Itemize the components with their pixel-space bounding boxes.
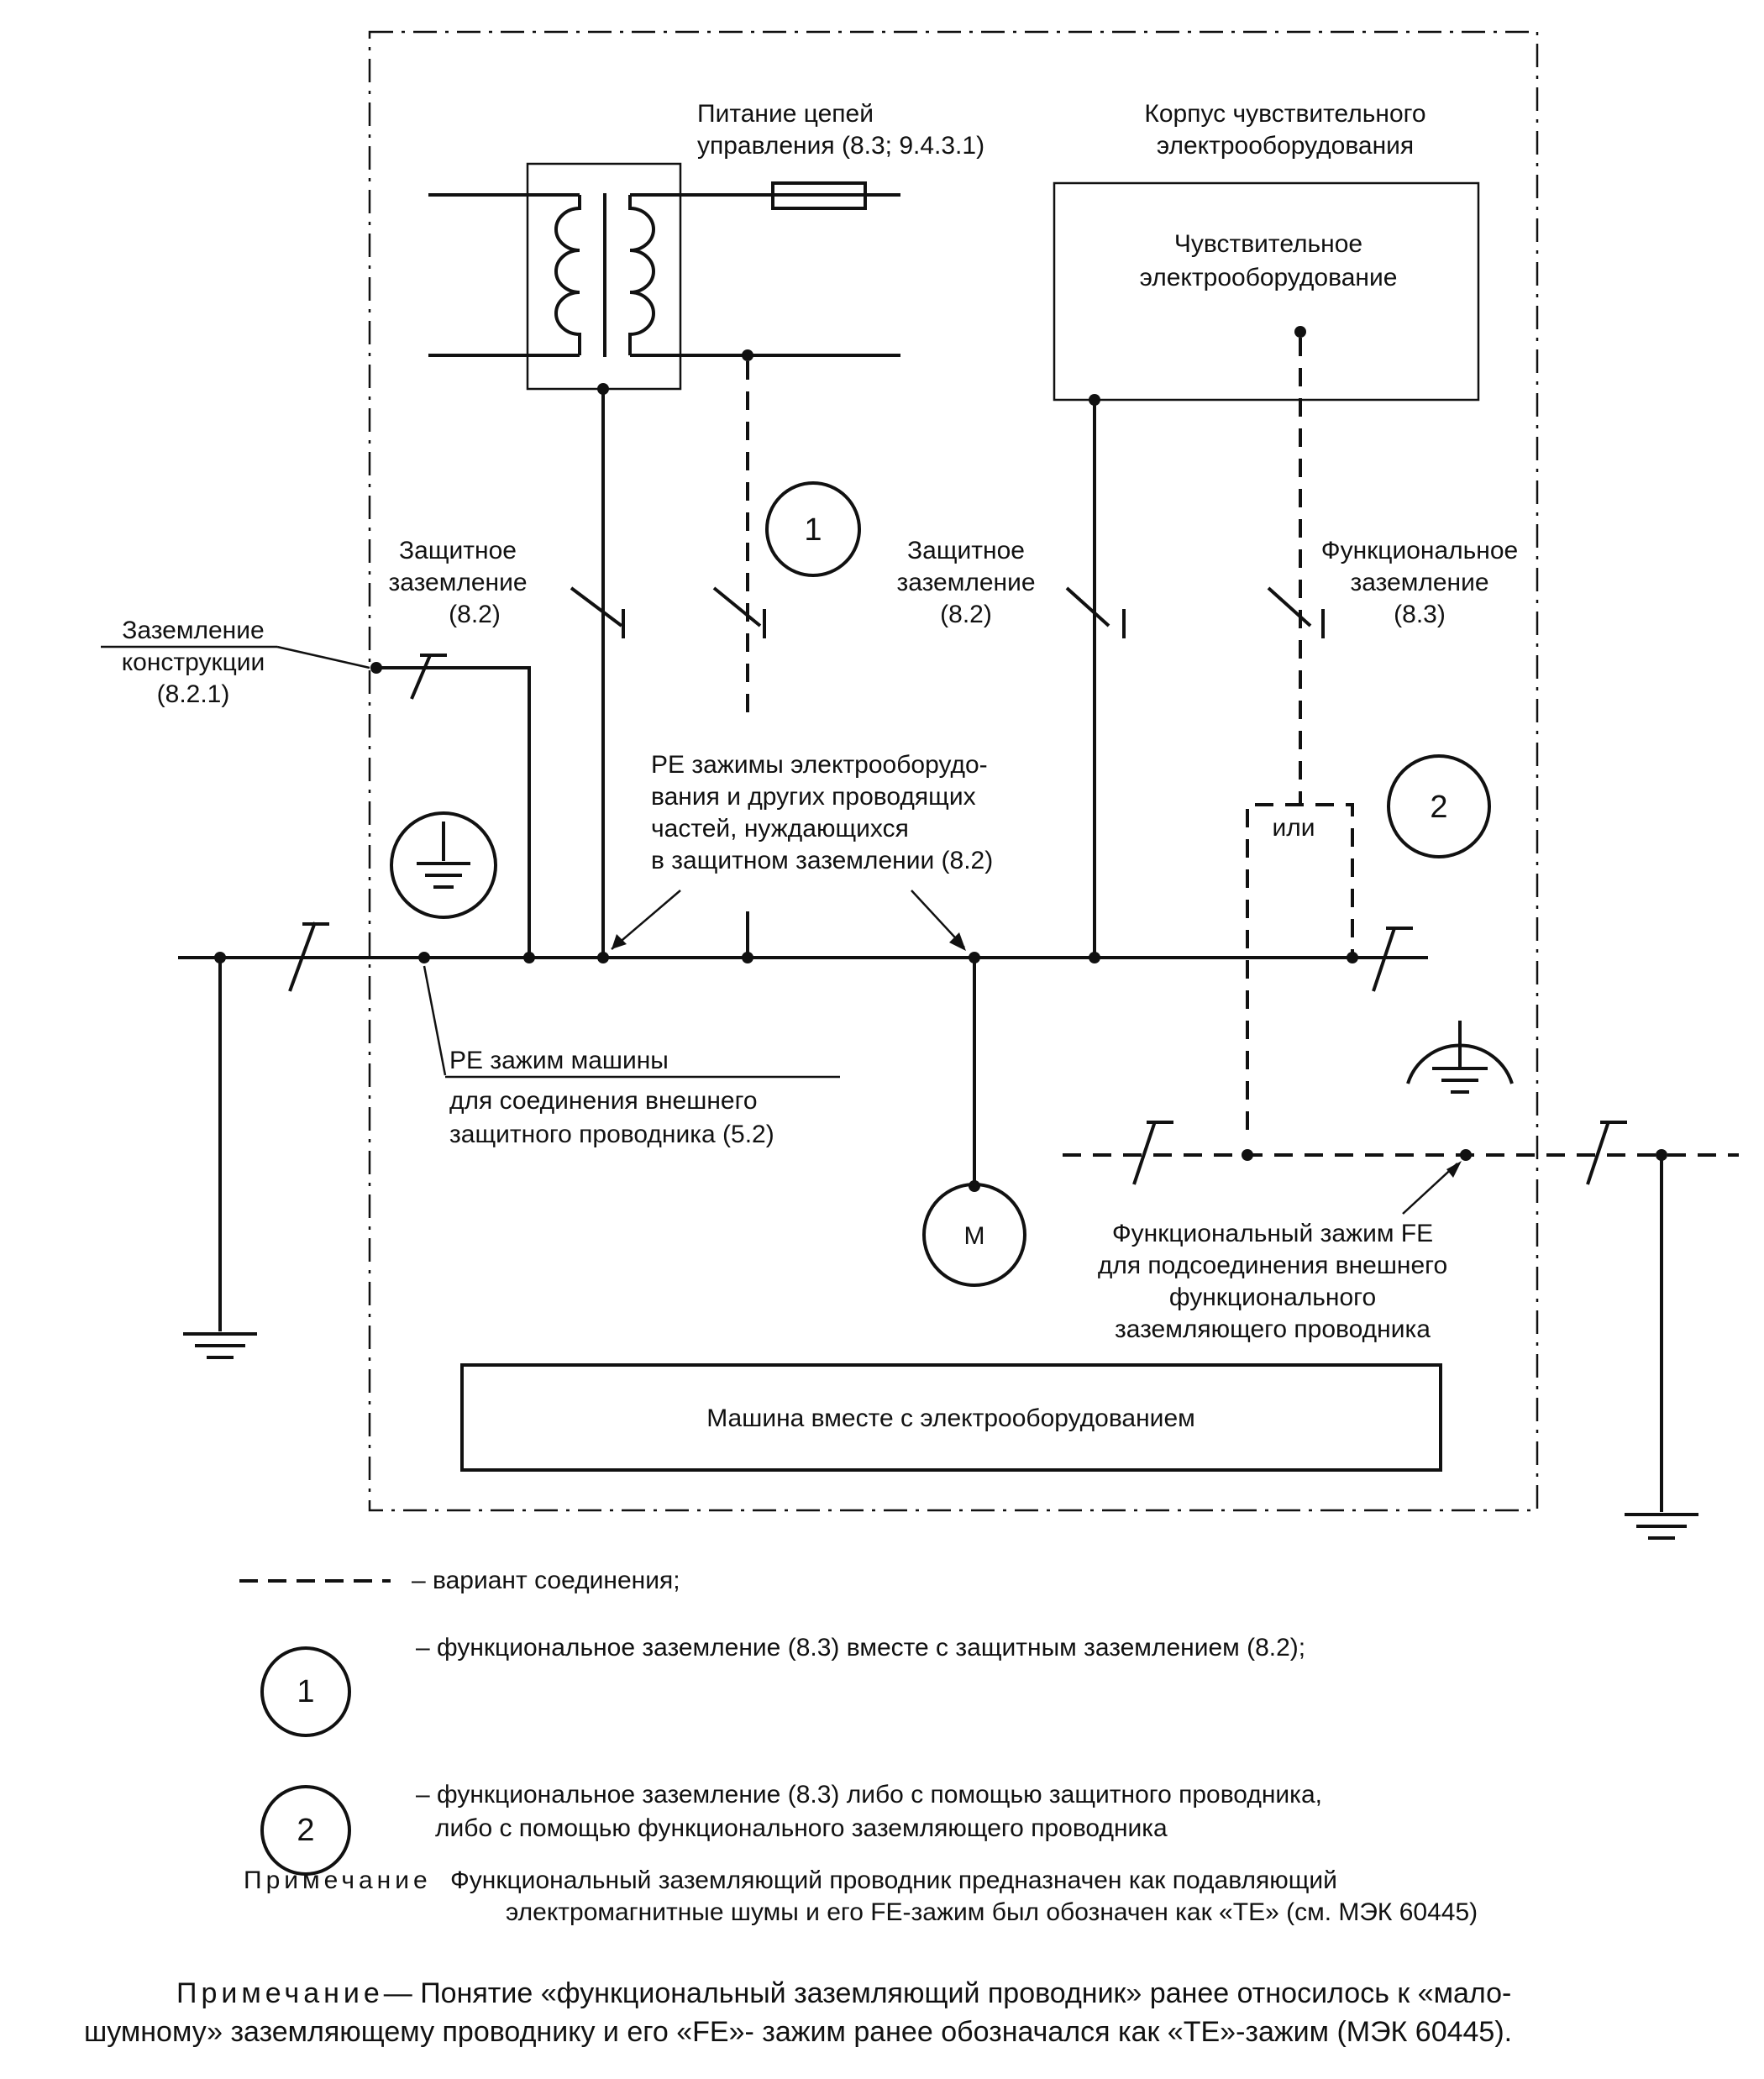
pe-terminals-label-4: в защитном заземлении (8.2) xyxy=(651,847,993,874)
protective-earth-2-label-2: заземление xyxy=(896,569,1035,596)
marker-circle-1-num: 1 xyxy=(804,512,822,548)
fe-terminal-label-1: Функциональный зажим FE xyxy=(1112,1220,1433,1247)
structure-earth-label-2: конструкции xyxy=(122,648,265,676)
machine-box xyxy=(460,1363,1442,1472)
sensitive-equipment-label-1: Чувствительное xyxy=(1174,230,1362,258)
legend-note: Примечание Функциональный заземляющий пр… xyxy=(244,1865,1739,1929)
protective-earth-2-label-1: Защитное xyxy=(907,537,1025,564)
final-note-line2: шумному» заземляющему проводнику и его «… xyxy=(84,2016,1513,2048)
motor-label: M xyxy=(964,1222,985,1250)
machine-label: Машина вместе с электрооборудованием xyxy=(706,1404,1195,1432)
functional-earth-label-1: Функциональное xyxy=(1321,537,1518,564)
legend-note-line1: Функциональный заземляющий проводник пре… xyxy=(450,1866,1337,1894)
pe-machine-terminal-label-1: РЕ зажим машины xyxy=(449,1047,669,1074)
final-note-label: Примечание xyxy=(176,1977,384,2009)
final-note-line1: — Понятие «функциональный заземляющий пр… xyxy=(383,1977,1512,2009)
sensitive-equipment-housing xyxy=(1053,181,1480,402)
pe-terminals-label-3: частей, нуждающихся xyxy=(651,815,909,843)
legend-note-label: Примечание xyxy=(244,1866,432,1894)
marker-circle-1 xyxy=(765,481,861,577)
fe-terminal-label-4: заземляющего проводника xyxy=(1115,1315,1431,1343)
legend-circle-1: 1 xyxy=(260,1646,351,1737)
pe-machine-terminal-label-2: для соединения внешнего xyxy=(449,1087,758,1115)
legend-dashed-text: – вариант соединения; xyxy=(412,1567,680,1594)
legend-item2-line1: – функциональное заземление (8.3) либо с… xyxy=(416,1781,1322,1809)
legend-dashed-row: – вариант соединения; xyxy=(235,1567,680,1595)
dashed-line-sample xyxy=(239,1579,391,1583)
legend-circle-2-num: 2 xyxy=(297,1812,315,1848)
fe-terminal-label-3: функционального xyxy=(1169,1284,1376,1311)
sensitive-equipment-label-2: электрооборудование xyxy=(1140,264,1398,291)
protective-earth-2-label-3: (8.2) xyxy=(940,601,992,628)
protective-earth-1-label-2: заземление xyxy=(388,569,527,596)
control-power-label-2: управления (8.3; 9.4.3.1) xyxy=(697,132,984,160)
pe-machine-terminal-label-3: защитного проводника (5.2) xyxy=(449,1121,774,1148)
motor-symbol xyxy=(922,1183,1026,1287)
functional-earth-label-2: заземление xyxy=(1350,569,1488,596)
structure-earth-label-1: Заземление xyxy=(122,617,264,644)
pe-terminals-label-2: вания и других проводящих xyxy=(651,783,976,811)
fe-terminal-label-2: для подсоединения внешнего xyxy=(1098,1252,1447,1279)
transformer-primary-coil xyxy=(554,195,581,355)
earth-symbol-circle xyxy=(390,811,497,919)
protective-earth-1-label-1: Защитное xyxy=(399,537,517,564)
legend-circle-2: 2 xyxy=(260,1785,351,1876)
legend-circle-1-num: 1 xyxy=(297,1673,315,1709)
grounding-diagram: 1 M 2 Питание цепей упра xyxy=(101,30,1739,1540)
or-label: или xyxy=(1272,814,1315,842)
sensitive-housing-label-1: Корпус чувствительного xyxy=(1144,100,1425,128)
legend-item2-line2: либо с помощью функционального заземляющ… xyxy=(435,1814,1168,1842)
sensitive-housing-label-2: электрооборудования xyxy=(1157,132,1414,160)
marker-circle-2 xyxy=(1387,754,1491,858)
transformer-secondary-coil xyxy=(628,195,655,355)
pe-terminals-label-1: РЕ зажимы электрооборудо- xyxy=(651,751,988,779)
marker-circle-2-num: 2 xyxy=(1430,790,1447,825)
fuse xyxy=(771,181,867,210)
structure-earth-label-3: (8.2.1) xyxy=(157,680,230,708)
final-note: Примечание— Понятие «функциональный зазе… xyxy=(84,1974,1730,2051)
machine-enclosure-boundary xyxy=(368,30,1539,1512)
functional-earth-label-3: (8.3) xyxy=(1394,601,1446,628)
control-power-label-1: Питание цепей xyxy=(697,100,874,128)
legend-item1-text: – функциональное заземление (8.3) вместе… xyxy=(416,1634,1306,1662)
legend-note-line2: электромагнитные шумы и его FE-зажим был… xyxy=(506,1898,1478,1926)
protective-earth-1-label-3: (8.2) xyxy=(449,601,501,628)
